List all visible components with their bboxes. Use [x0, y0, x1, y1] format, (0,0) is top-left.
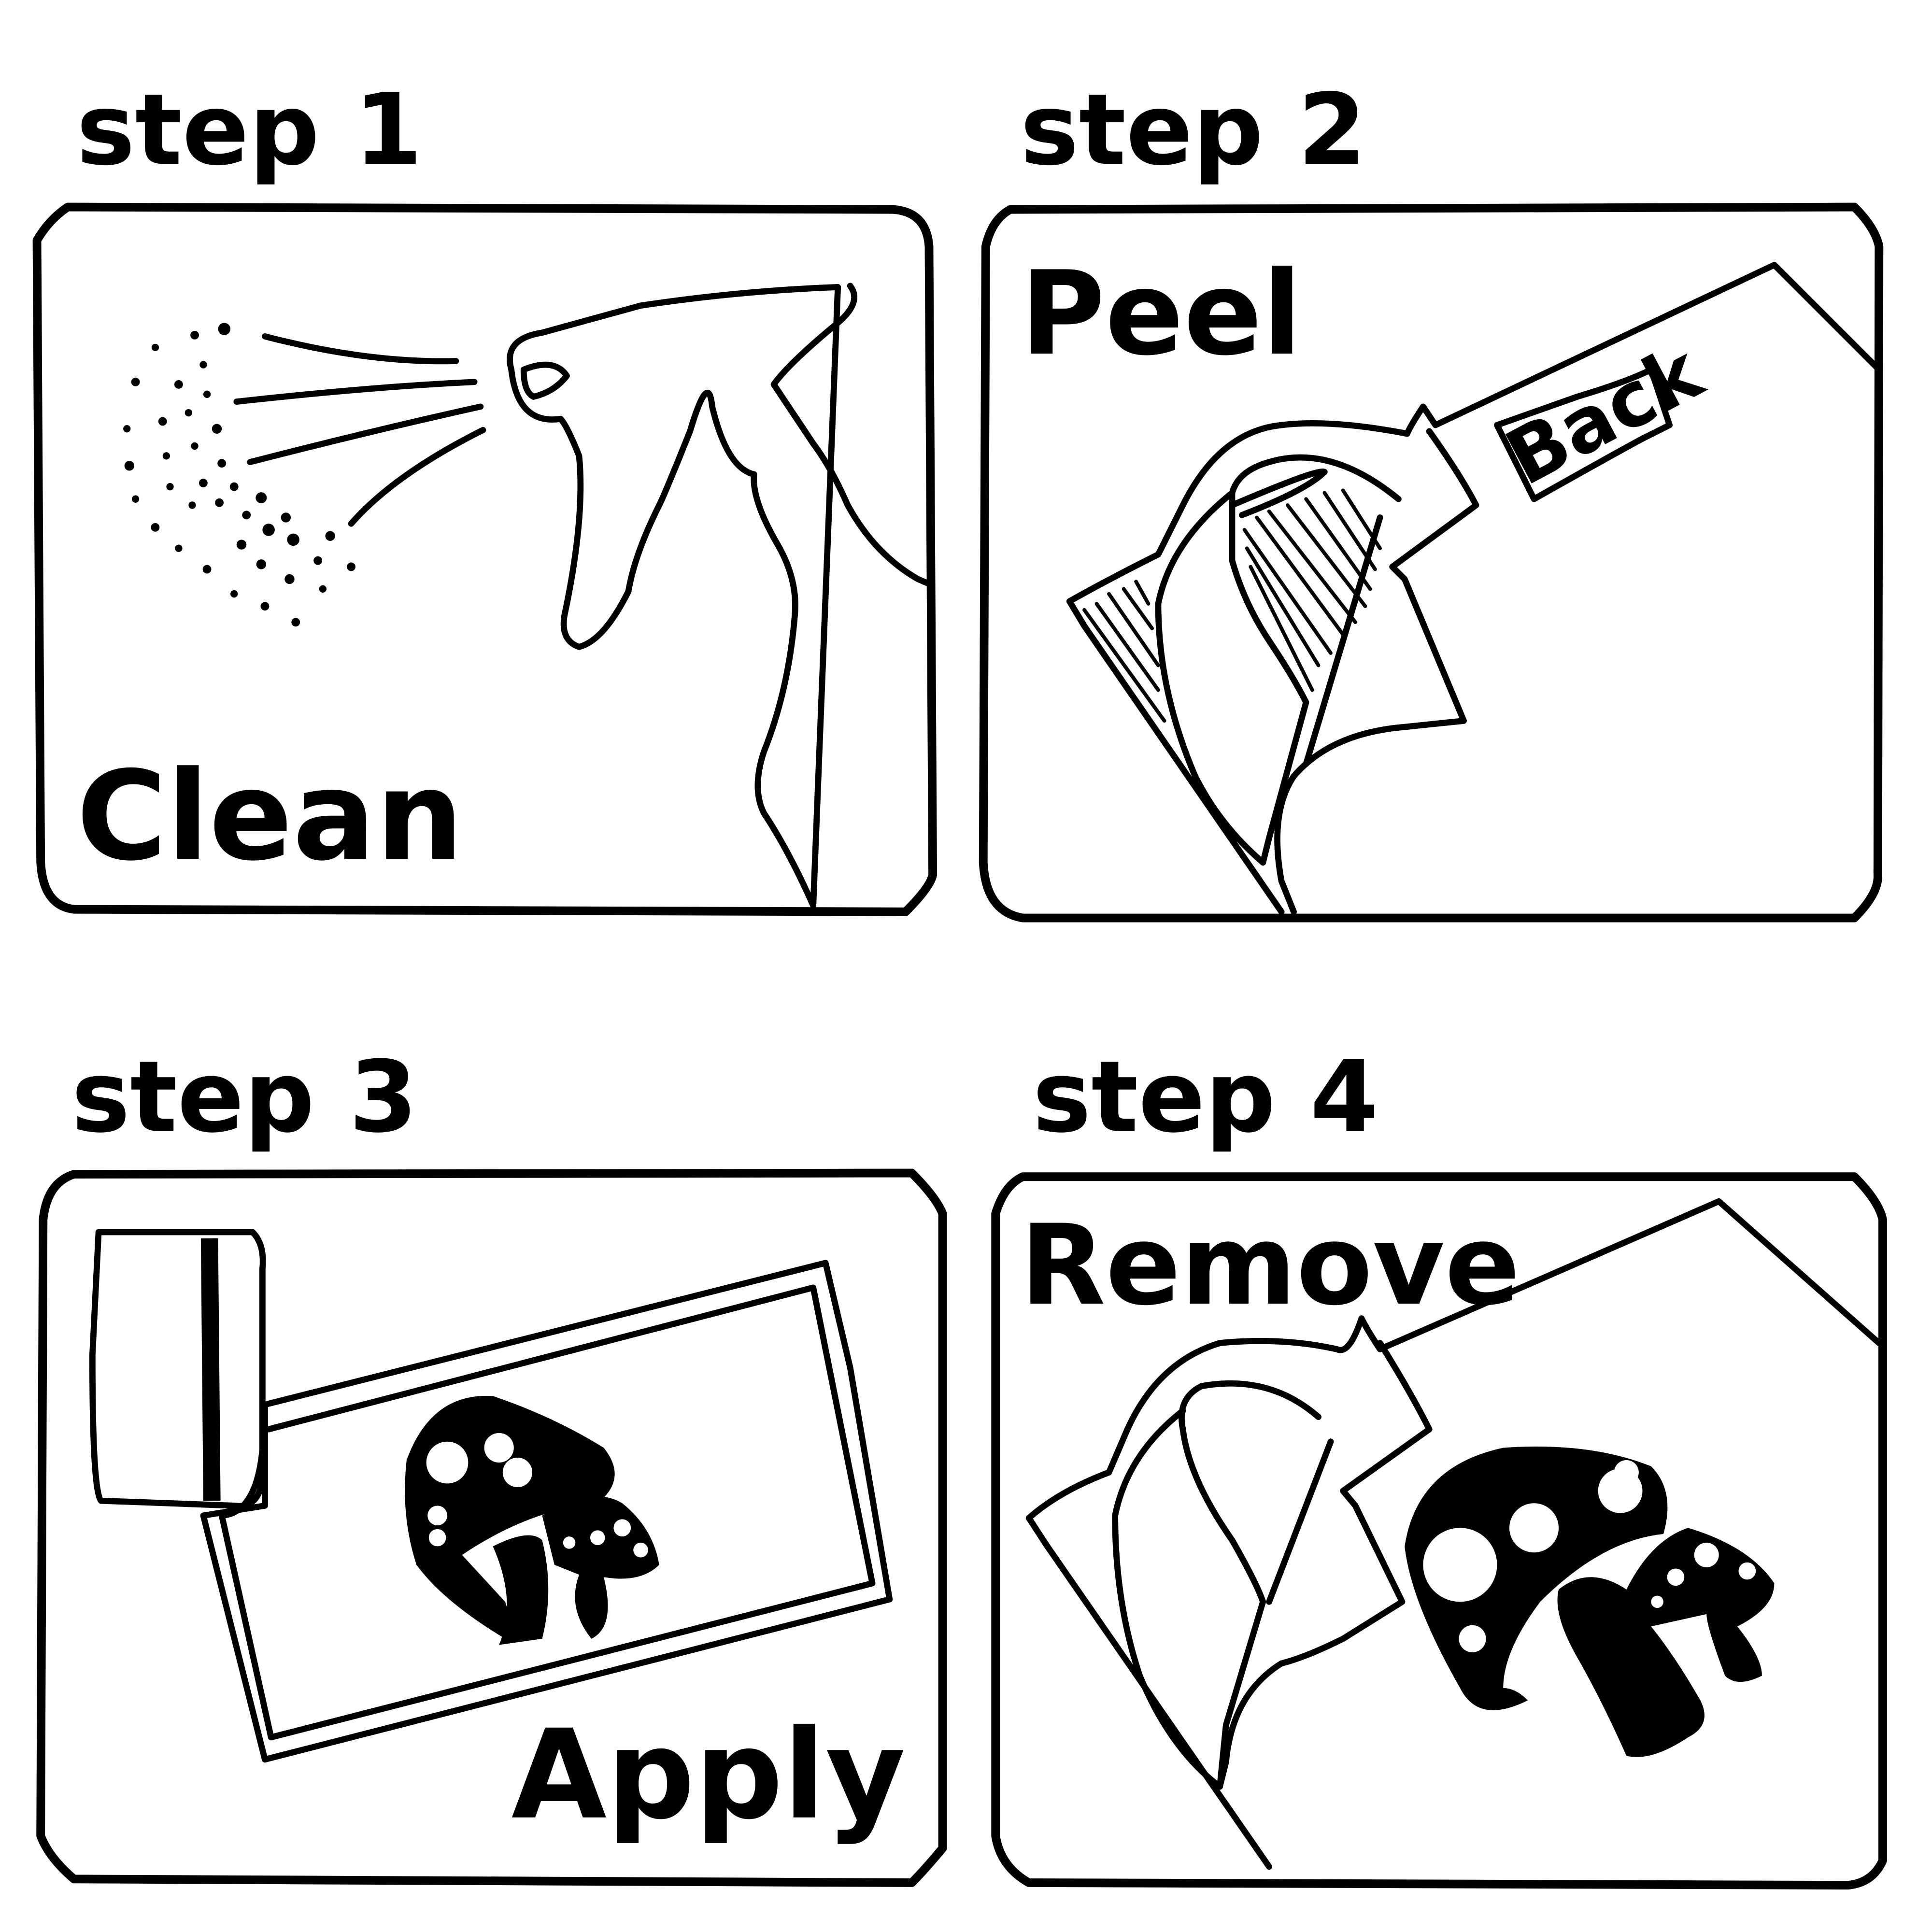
step-1-panel: step 1 Clean [32, 73, 938, 916]
step-3-action-label: Apply [511, 1704, 906, 1847]
squeegee-icon [89, 1229, 266, 1509]
spray-bottle-icon [123, 283, 930, 909]
step-4-action-label: Remove [1020, 1201, 1520, 1330]
remove-tape-icon [1025, 1198, 1882, 1870]
step-4-panel: step 4 Remove [991, 1040, 1887, 1889]
hatch-lines-icon [1082, 488, 1382, 723]
step-2-heading: step 2 [1020, 73, 1366, 187]
mushroom-decal-icon [405, 1395, 659, 1645]
step-3-panel: step 3 Apply [36, 1040, 947, 1887]
step-3-heading: step 3 [71, 1040, 418, 1155]
step-2-action2-label: Back [1492, 327, 1718, 503]
spray-mist-icon [123, 323, 355, 627]
step-1-action-label: Clean [76, 745, 463, 888]
step-1-heading: step 1 [76, 73, 423, 187]
step-2-panel: step 2 Peel Back [979, 73, 1884, 923]
mushroom-decal-icon [1405, 1446, 1775, 1757]
decal-sheet-icon [200, 1260, 893, 1763]
step-2-action-label: Peel [1020, 246, 1302, 381]
step-4-heading: step 4 [1033, 1040, 1379, 1155]
